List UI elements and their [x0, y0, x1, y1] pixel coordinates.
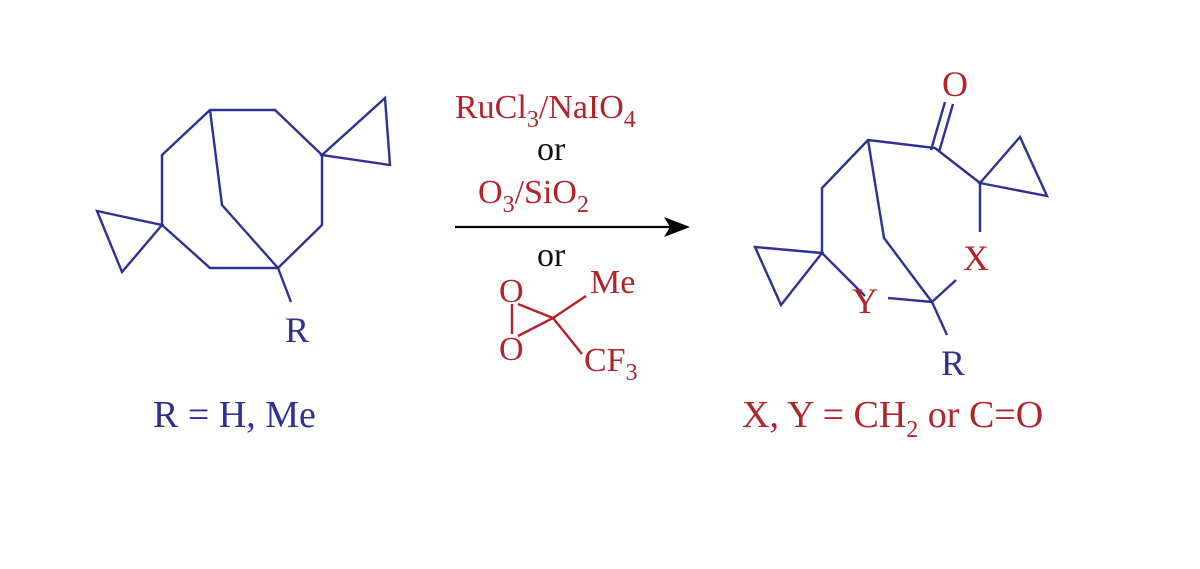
reactant-structure: R	[95, 95, 392, 350]
product-r-label: R	[941, 343, 965, 383]
reactant-spiro-cyclopropane-left	[95, 209, 165, 275]
reactant-bridgehead-bond	[208, 109, 279, 269]
product-r-bond	[930, 301, 949, 336]
dioxirane-trifluoromethyl-label: CF3	[584, 342, 638, 386]
reactant-r-bond	[276, 267, 293, 303]
product-carbonyl-bond	[929, 101, 955, 153]
reagent-or-1: or	[537, 131, 566, 168]
reagent-option-ruthenium: RuCl3/NaIO4	[455, 89, 636, 133]
reaction-arrow	[455, 217, 690, 237]
product-structure: O X Y R	[753, 64, 1050, 383]
product-bridge-bond	[866, 139, 933, 303]
reagent-option-ozone: O3/SiO2	[478, 174, 589, 218]
product-caption: X, Y = CH2 or C=O	[742, 394, 1043, 443]
dioxirane-substituent-bonds	[552, 295, 587, 355]
product-spiro-cyclopropane-left	[753, 245, 825, 308]
product-ring-backbone	[820, 138, 981, 304]
dioxirane-oxygen-bottom: O	[499, 331, 524, 368]
product-carbonyl-oxygen: O	[942, 64, 968, 104]
dioxirane-oxygen-top: O	[499, 273, 524, 310]
reactant-bicyclic-ring	[160, 108, 324, 270]
dioxirane-structure: O O Me CF3	[499, 264, 638, 386]
reactant-spiro-cyclopropane-right	[319, 95, 392, 167]
product-y-label: Y	[852, 281, 878, 321]
product-spiro-cyclopropane-right	[977, 134, 1050, 198]
reagents-block: RuCl3/NaIO4 or O3/SiO2 or O O Me CF3	[455, 89, 690, 386]
dioxirane-methyl-label: Me	[590, 264, 635, 301]
reagent-or-2: or	[537, 237, 566, 274]
reactant-r-label: R	[285, 310, 309, 350]
reactant-caption: R = H, Me	[153, 394, 316, 436]
product-x-label: X	[963, 238, 989, 278]
